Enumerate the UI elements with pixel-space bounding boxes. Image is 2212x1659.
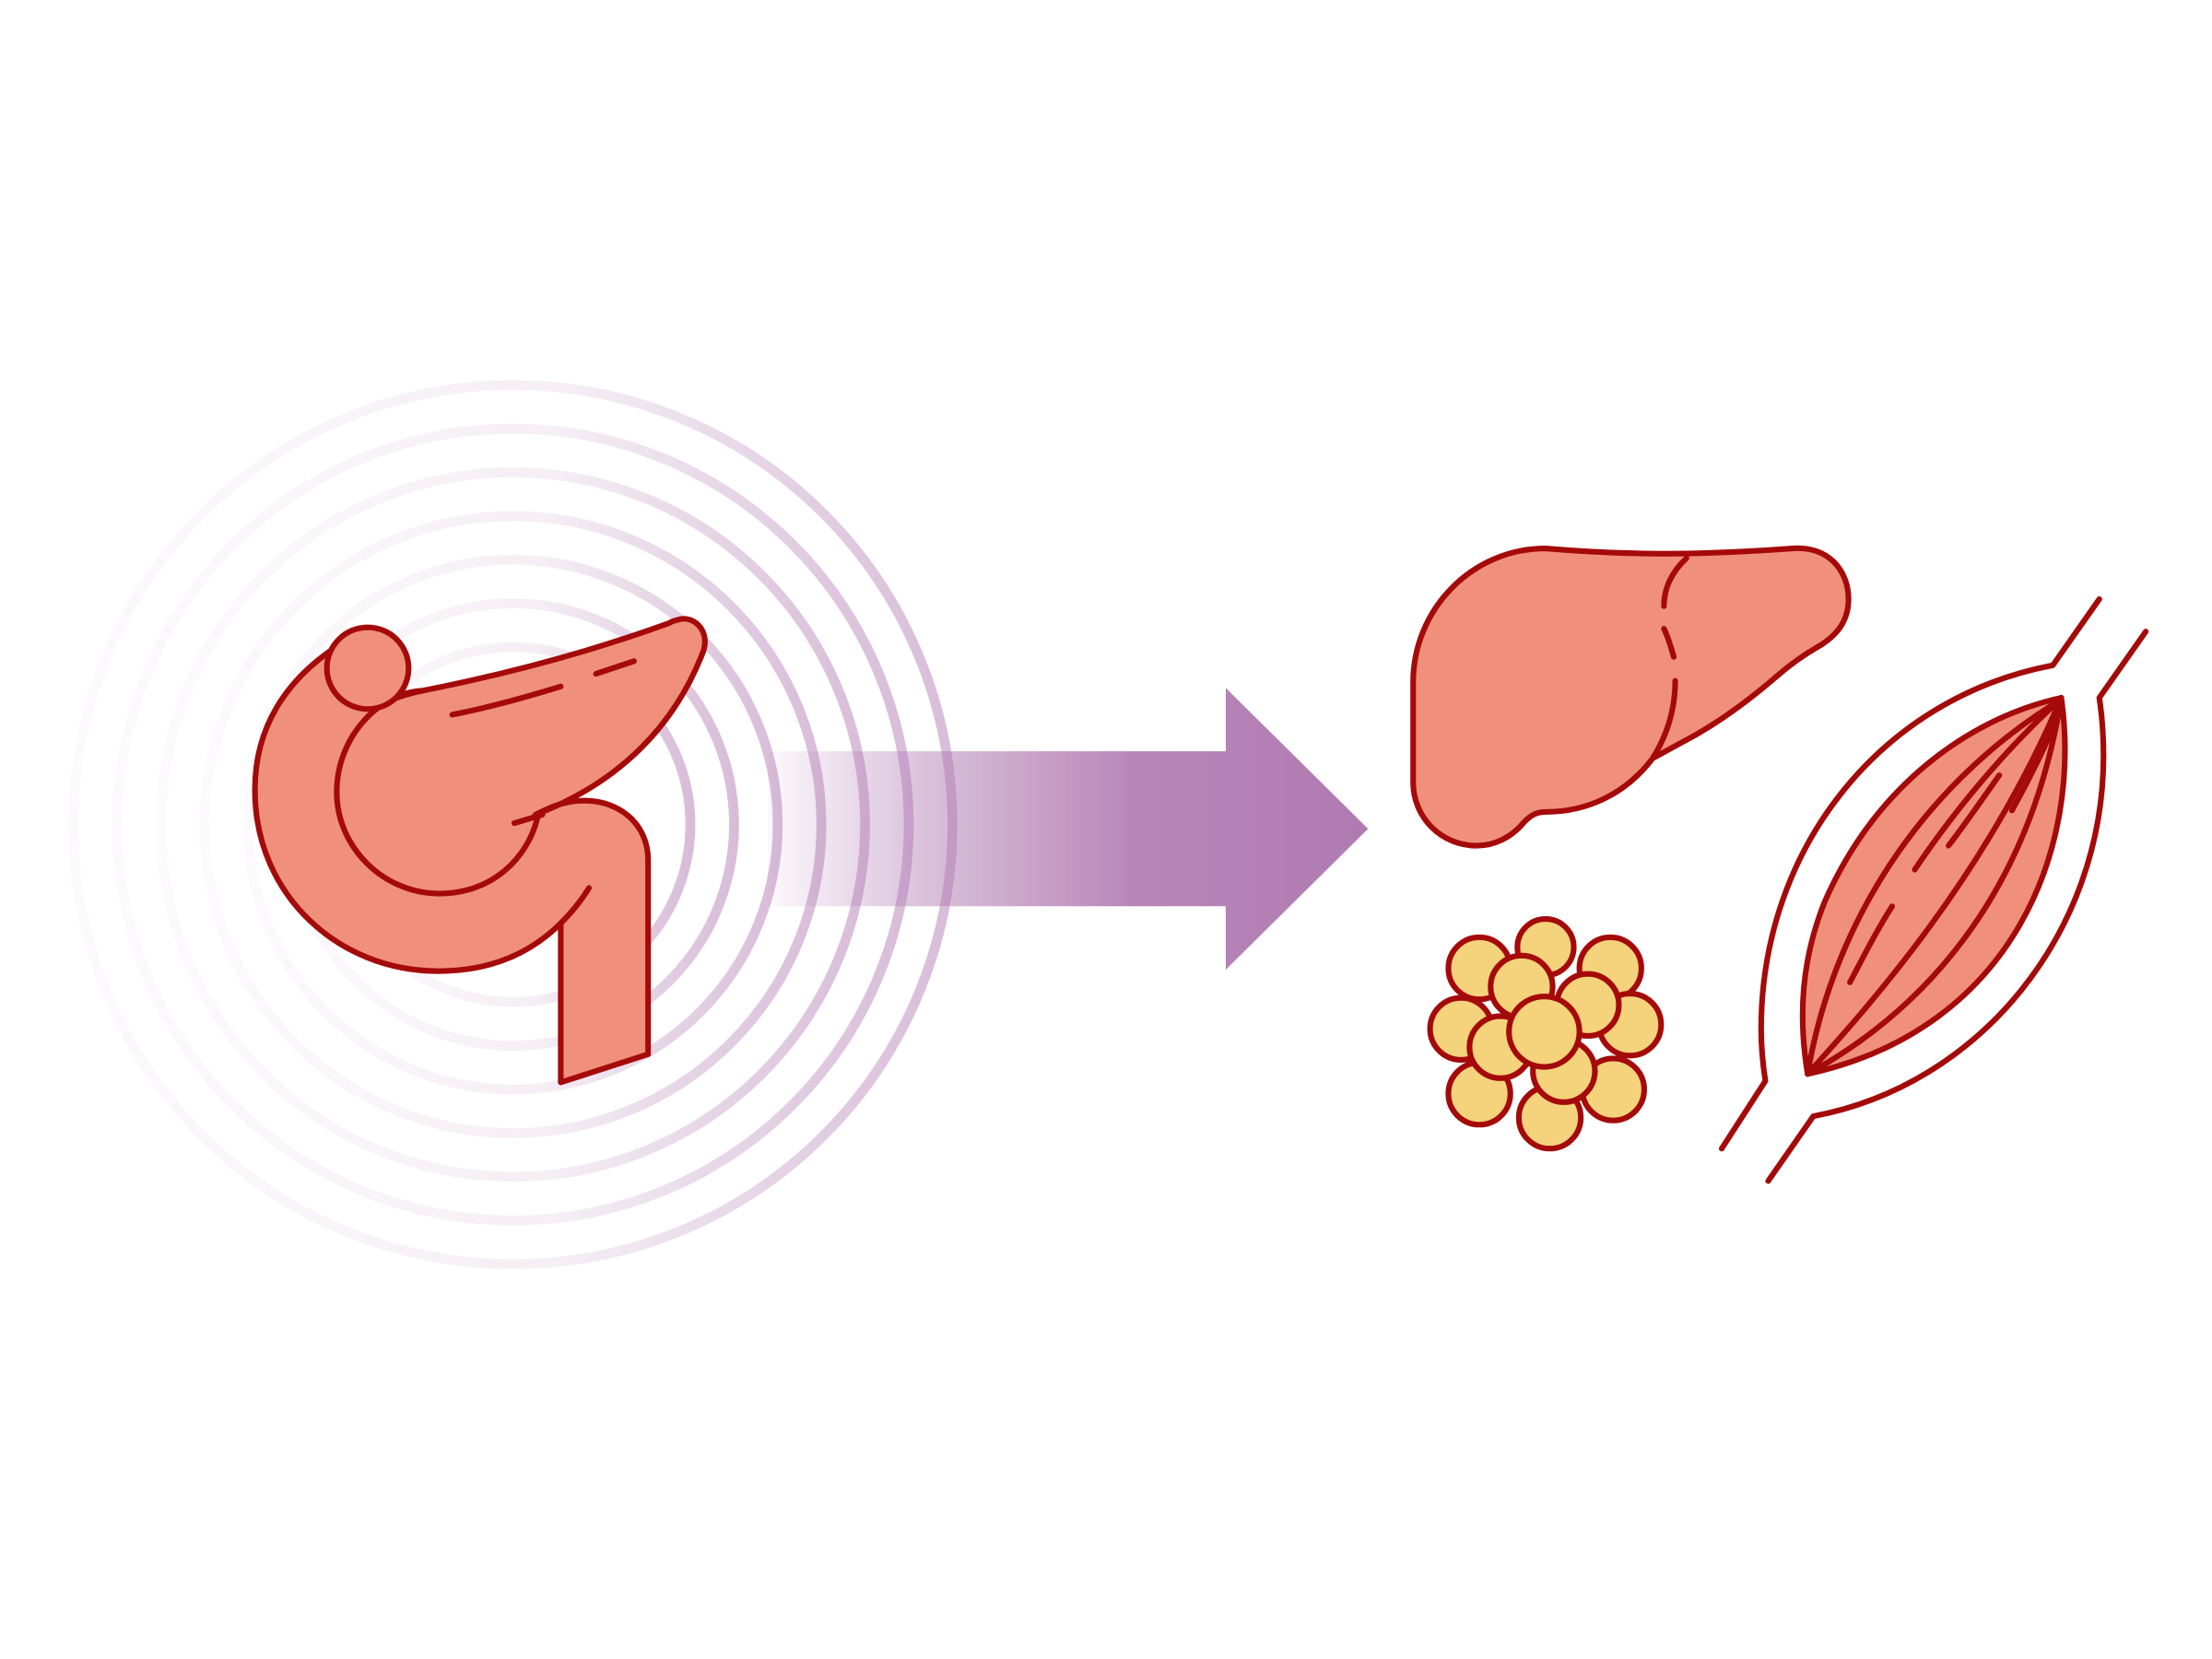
arrow-right-icon (768, 688, 1369, 971)
muscle-icon (1718, 596, 2149, 1184)
liver-icon (1410, 545, 1852, 849)
pancreas-icon (252, 616, 708, 1086)
fat-cells-icon (1427, 916, 1665, 1152)
